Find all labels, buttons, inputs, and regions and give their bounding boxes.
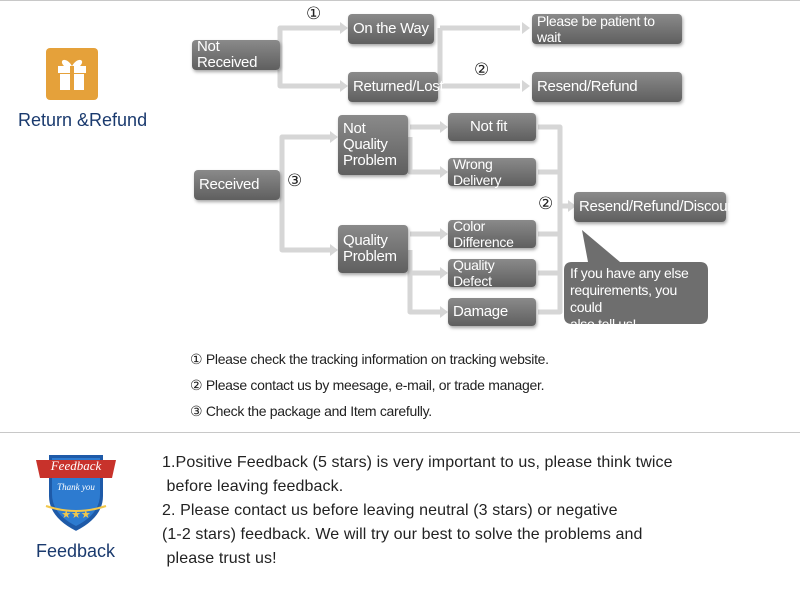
damage-box: Damage (448, 298, 536, 326)
quality-line-2: Problem (343, 248, 397, 265)
speech-bubble-shape (564, 230, 708, 324)
section-divider (0, 432, 800, 433)
flow-connectors (277, 22, 708, 324)
return-refund-title: Return &Refund (18, 110, 148, 130)
bubble-line-2: requirements, you could (570, 282, 677, 315)
received-box: Received (194, 170, 280, 200)
feedback-line-4: (1-2 stars) feedback. We will try our be… (162, 526, 643, 543)
color-difference-box: Color Difference (448, 218, 536, 250)
feedback-title: Feedback (36, 541, 116, 561)
feedback-line-2: before leaving feedback. (162, 478, 344, 495)
on-the-way-box: On the Way (348, 14, 434, 44)
feedback-badge-icon: Feedback Thank you ★★★ (34, 446, 118, 536)
bubble-line-3: also tell us! (570, 316, 637, 332)
mark-3: ③ (287, 171, 303, 191)
top-divider (0, 0, 800, 1)
badge-feedback-text: Feedback (50, 458, 102, 473)
not-quality-line-2: Quality (343, 136, 388, 153)
note-2: ② Please contact us by meesage, e-mail, … (190, 377, 545, 393)
feedback-line-3: 2. Please contact us before leaving neut… (162, 502, 618, 519)
quality-line-1: Quality (343, 232, 388, 249)
wrong-delivery-box: Wrong Delivery (448, 156, 536, 188)
badge-stars: ★★★ (61, 508, 91, 521)
not-received-box: Not Received (192, 39, 280, 71)
gift-box-icon (46, 48, 98, 100)
feedback-line-1: 1.Positive Feedback (5 stars) is very im… (162, 454, 673, 471)
mark-1: ① (306, 4, 322, 24)
mark-2-right: ② (538, 194, 554, 214)
note-3: ③ Check the package and Item carefully. (190, 403, 432, 419)
speech-bubble-text: If you have any else requirements, you c… (570, 265, 710, 333)
resend-refund-box: Resend/Refund (532, 72, 682, 102)
mark-2-top: ② (474, 60, 490, 80)
quality-problem-box: Quality Problem (338, 225, 408, 273)
please-wait-box: Please be patient to wait (532, 13, 682, 45)
resend-refund-discount-box: Resend/Refund/Discount (574, 192, 739, 222)
badge-thankyou-text: Thank you (57, 482, 95, 492)
quality-defect-box: Quality Defect (448, 257, 536, 289)
bubble-line-1: If you have any else (570, 265, 689, 281)
not-quality-line-3: Problem (343, 152, 397, 169)
not-quality-line-1: Not (343, 120, 366, 137)
returned-lost-box: Returned/Lost (348, 72, 444, 102)
feedback-line-5: please trust us! (162, 550, 277, 567)
note-1: ① Please check the tracking information … (190, 351, 549, 367)
not-fit-box: Not fit (448, 113, 536, 141)
not-quality-problem-box: Not Quality Problem (338, 115, 408, 175)
